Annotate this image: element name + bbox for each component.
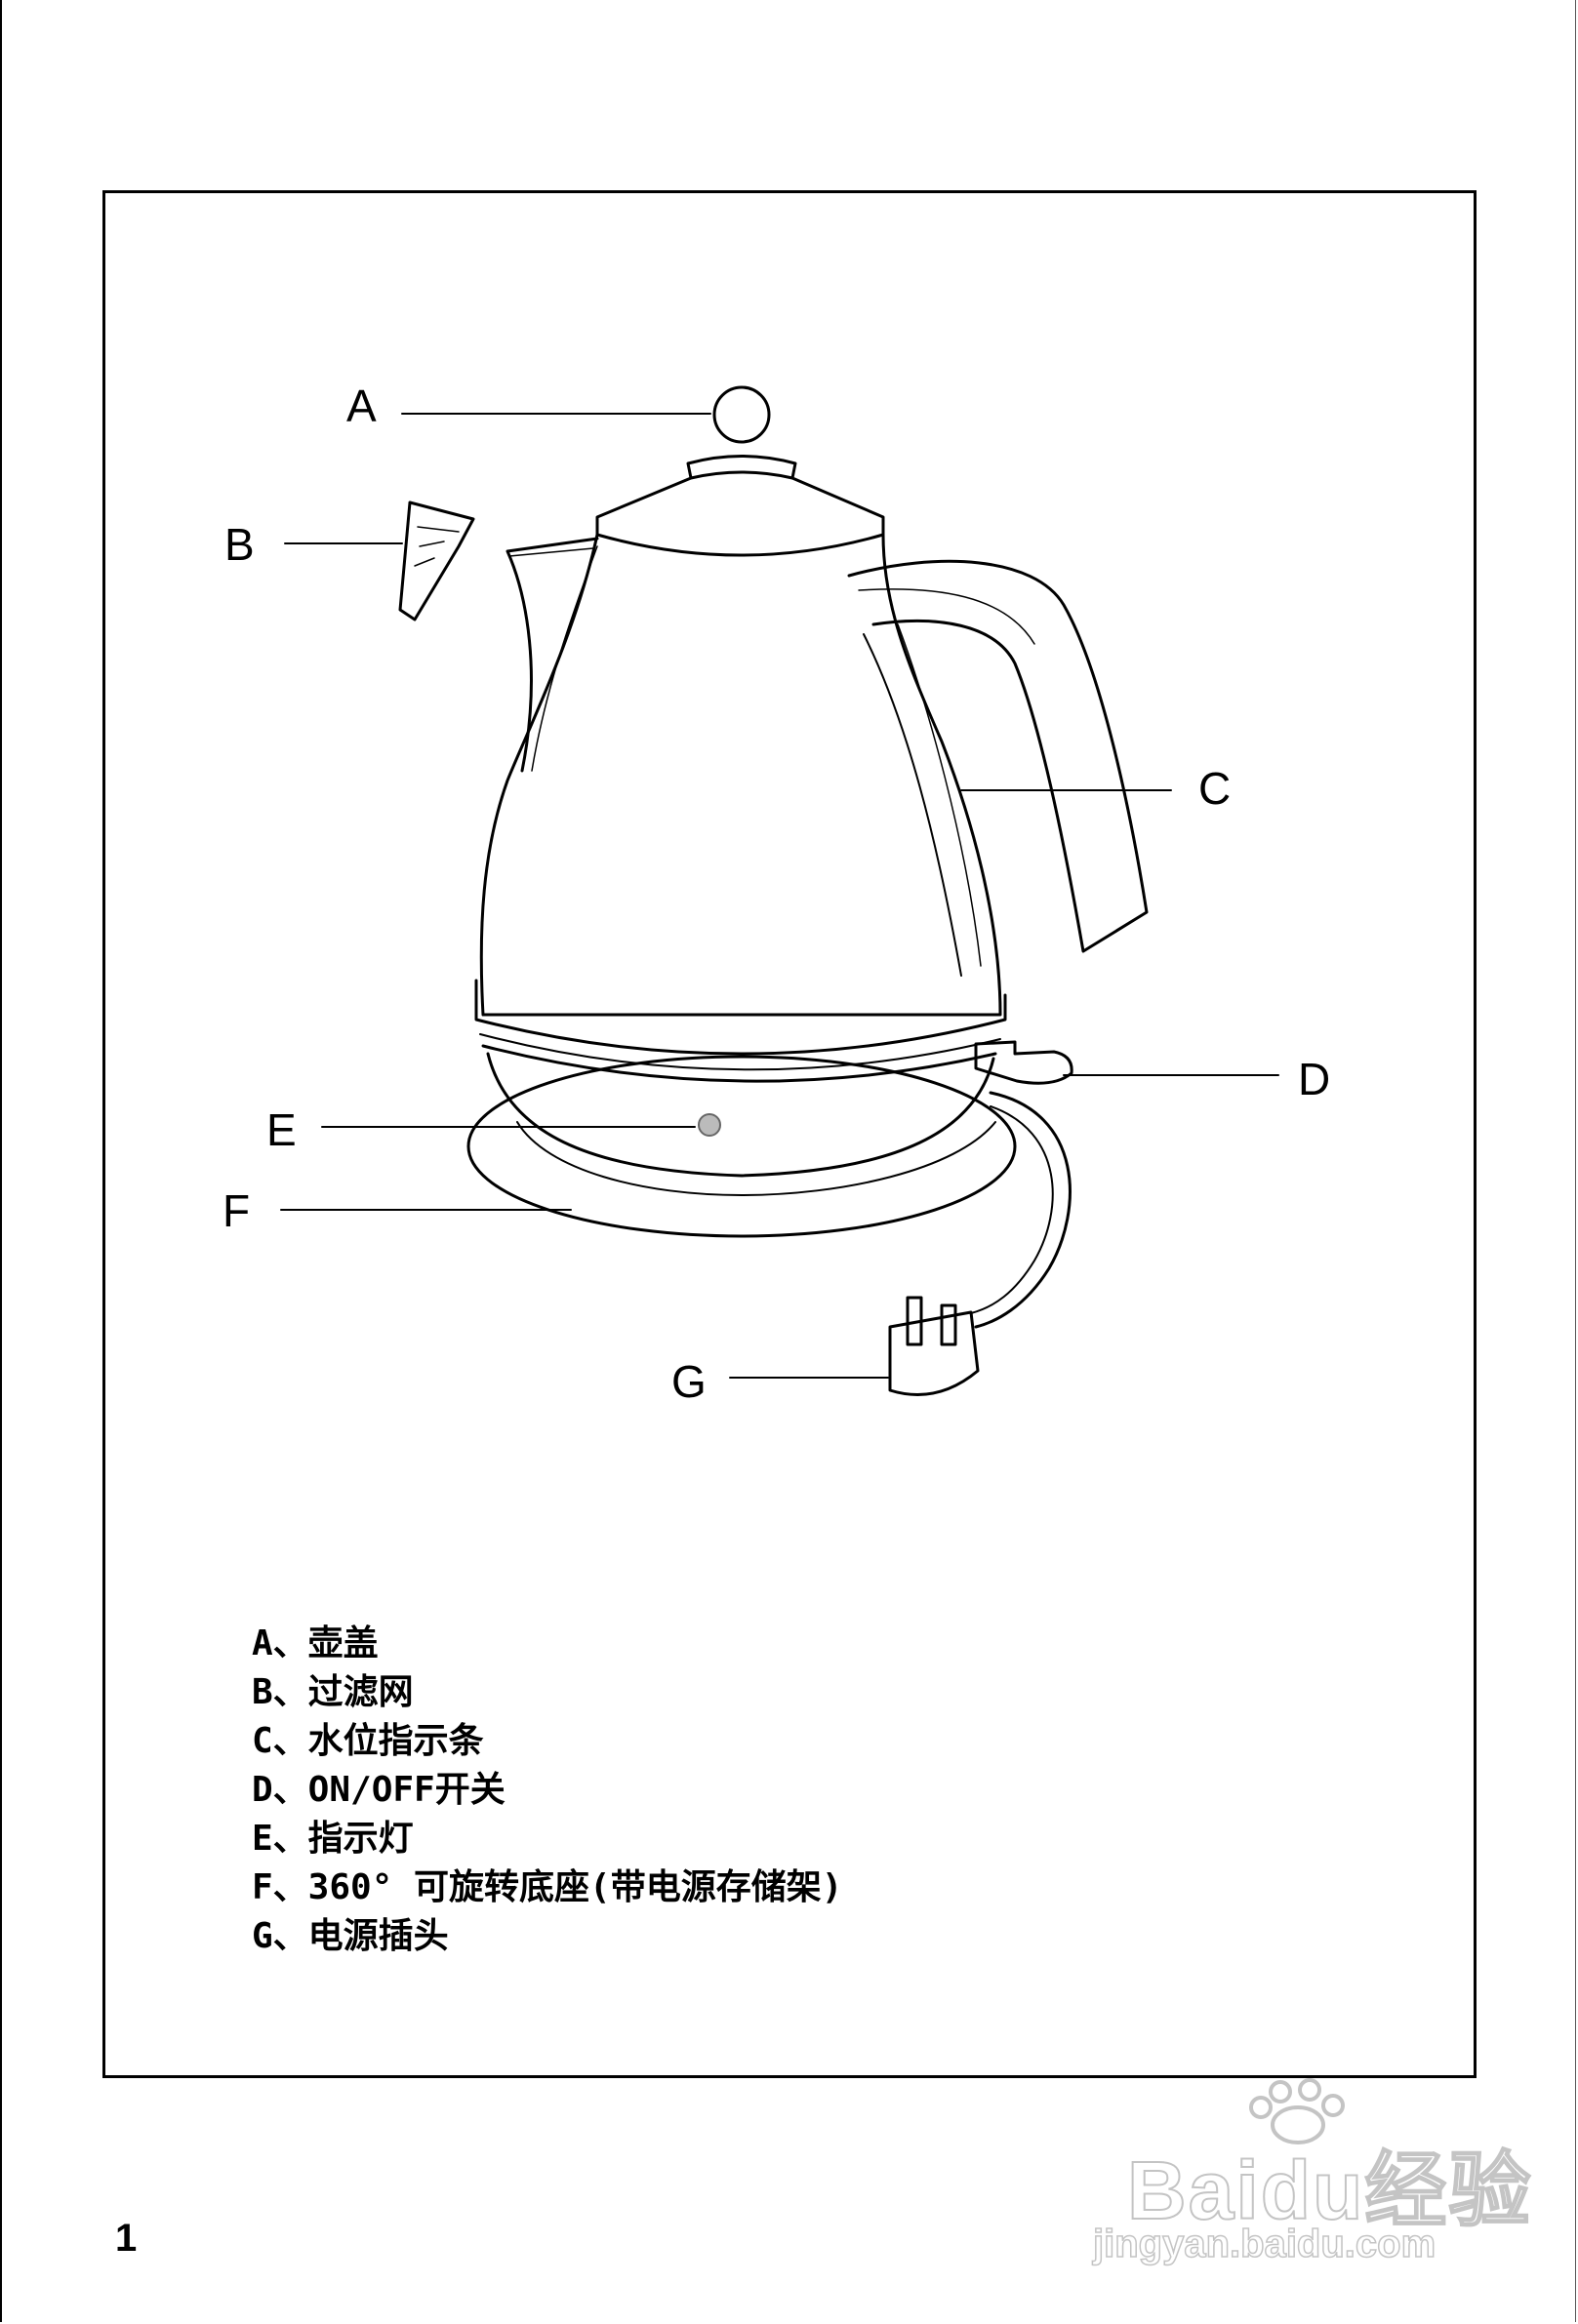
on-off-switch [974, 1040, 1073, 1085]
legend-item: C、水位指示条 [252, 1721, 484, 1761]
power-cord [974, 1091, 1072, 1329]
power-plug [888, 1310, 980, 1396]
page-number: 1 [115, 2217, 138, 2260]
watermark-url: jingyan.baidu.com [1092, 2222, 1436, 2266]
legend-item: G、电源插头 [252, 1916, 449, 1956]
power-base [486, 1052, 995, 1178]
callout-b: B [224, 519, 255, 570]
legend-item: E、指示灯 [252, 1819, 414, 1859]
spout [506, 537, 599, 773]
callout-c: C [1198, 763, 1232, 814]
indicator-light [698, 1113, 721, 1137]
swivel-base-plate [466, 1055, 1017, 1238]
paw-icon [1249, 2078, 1345, 2144]
watermark-logo: Baidu经验 [1126, 2144, 1533, 2237]
filter-mesh [398, 501, 475, 621]
lid-knob [712, 385, 771, 444]
callout-e: E [266, 1104, 297, 1155]
legend-item: F、360° 可旋转底座(带电源存储架) [252, 1867, 843, 1907]
kettle-base-band [474, 979, 1007, 1056]
callout-f: F [223, 1185, 251, 1236]
kettle-body [479, 533, 1002, 1017]
callout-a: A [346, 381, 377, 431]
callout-d: D [1298, 1054, 1331, 1104]
handle [847, 559, 1149, 953]
legend-item: B、过滤网 [252, 1672, 414, 1712]
lid [686, 455, 797, 480]
figure-frame [102, 190, 1477, 2078]
legend-item: D、ON/OFF开关 [252, 1770, 506, 1810]
water-gauge [863, 633, 962, 977]
parts-legend: A、壶盖 B、过滤网 C、水位指示条 D、ON/OFF开关 E、指示灯 F、36… [252, 1620, 842, 1961]
callout-g: G [671, 1356, 707, 1407]
legend-item: A、壶盖 [252, 1623, 379, 1663]
lid-dome [595, 476, 885, 557]
